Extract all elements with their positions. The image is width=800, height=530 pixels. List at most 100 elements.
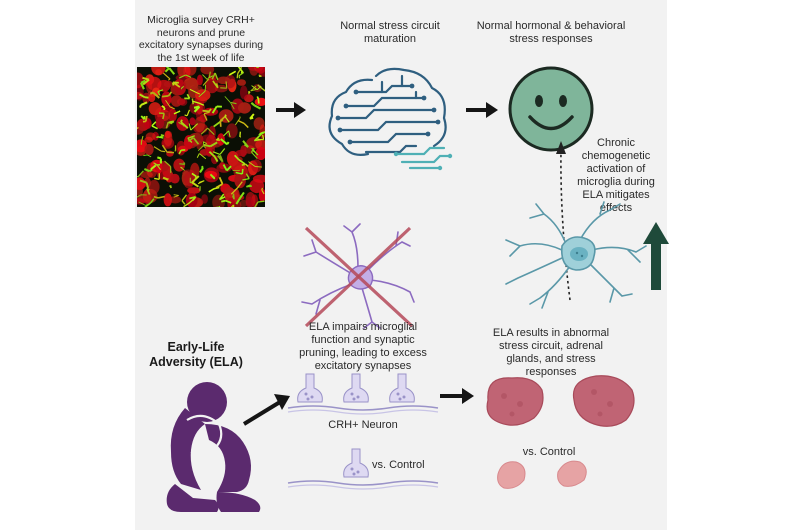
microglia-process [251,147,259,156]
microglia-process [166,67,170,69]
microglia-process [208,71,214,79]
neuron-cell [170,95,183,107]
microglia-process [203,141,218,148]
neuron-cell [237,79,246,86]
microglia-process [149,91,161,99]
microglia-process [231,193,235,200]
microglia-process [218,193,226,201]
neuron-cell [169,196,182,204]
microglia-process [257,84,265,92]
microglia-process [238,72,244,79]
neuron-cell [189,117,196,126]
microglia-process [232,169,240,172]
neuron-cell [170,173,180,184]
microglia-process [178,149,186,155]
neuron-cell [240,145,247,158]
microglia-process [159,112,165,120]
neuron-cell [226,123,238,139]
microglia-process [192,100,205,106]
microglia-process [184,93,191,100]
neuron-cell [226,151,239,167]
neuron-cell [163,193,172,207]
microglia-process [230,101,237,105]
microglia-process [200,127,215,136]
microglia-process [211,105,222,114]
neuron-cell [184,67,197,76]
neuron-cell [258,67,265,77]
chronic-activation-caption: Chronic chemogenetic activation of micro… [577,137,655,214]
microglia-process [146,187,151,195]
microglia-process [144,198,155,207]
microglia-process [139,179,150,189]
neuron-cell [164,130,171,139]
microglia-process [228,70,237,76]
microglia-process [154,173,160,180]
neuron-cell [195,89,211,102]
ela-results-caption: ELA results in abnormal stress circuit, … [492,327,610,378]
microglia-process [180,86,185,90]
microglia-process [178,74,192,79]
microglia-process [249,113,255,120]
microglia-process [137,194,147,198]
microglia-process [224,96,235,110]
microglia-process [172,81,181,88]
microglia-process [189,88,201,95]
microglia-process [202,79,210,86]
microglia-process [250,85,258,92]
microglia-process [151,121,158,130]
neuron-cell [239,85,248,100]
normal-responses-caption: Normal hormonal & behavioral stress resp… [476,20,626,45]
vs-control-right: vs. Control [522,446,576,458]
microglia-icon [505,201,647,309]
microglia-process [215,176,224,189]
microglia-process [235,168,244,175]
neuron-cell [216,76,231,85]
neuron-cell [144,143,154,156]
microglia-process [222,164,232,172]
microglia-process [239,131,242,138]
microglia-process [230,204,235,207]
microglia-process [164,160,172,173]
microglia-process [153,146,166,153]
microglia-process [174,145,177,152]
microglia-process [187,136,200,145]
microglia-process [150,164,157,171]
microglia-process [191,175,200,188]
neuron-cell [148,102,162,116]
microglia-process [139,93,149,99]
microglia-process [214,205,221,207]
neuron-cell [147,76,162,91]
microglia-process [241,163,249,167]
neuron-cell [211,154,219,165]
microglia-process [179,162,186,166]
neuron-cell [137,198,146,205]
microglia-process [196,153,207,160]
microglia-process [165,100,175,110]
neuron-cell [151,67,166,76]
microglia-process [203,111,210,121]
microglia-process [246,184,253,188]
microglia-process [142,76,150,86]
ela-impairs-caption: ELA impairs microglial function and syna… [299,321,427,372]
microglia-process [180,119,189,129]
microglia-process [188,123,199,131]
microglia-process [220,138,230,146]
microglia-process [173,110,181,115]
microglia-process [230,181,243,195]
microglia-process [180,166,185,171]
microglia-process [181,194,188,205]
microglia-process [168,120,175,124]
neuron-cell [226,192,239,199]
microglia-process [242,140,249,148]
microglia-process [250,102,262,110]
neuron-cell [196,74,203,86]
neuron-cell [137,125,144,135]
microglia-process [191,172,197,179]
microglia-process [140,135,144,145]
microglia-process [139,101,148,108]
microglia-process [157,89,164,96]
microglia-process [208,151,219,163]
neuron-cell [176,140,186,156]
neuron-cell [234,172,246,189]
